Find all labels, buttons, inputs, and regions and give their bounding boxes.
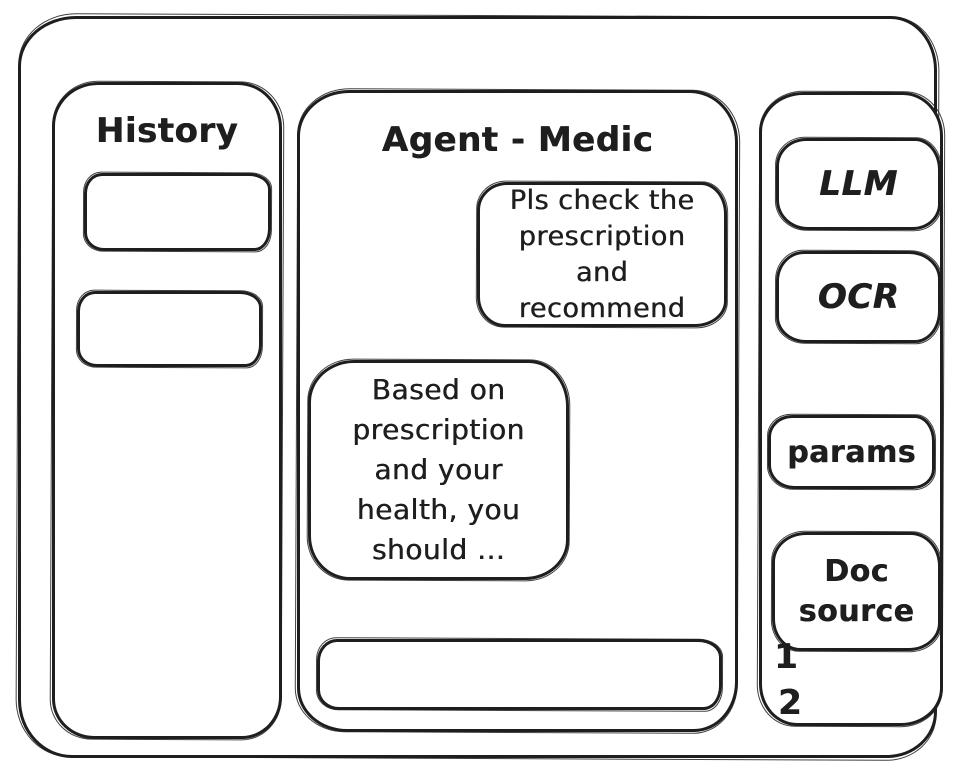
user-message-bubble: Pls check the prescription and recommend bbox=[477, 182, 727, 327]
params-button[interactable]: params bbox=[768, 415, 935, 489]
history-panel: History bbox=[52, 82, 282, 739]
history-item[interactable] bbox=[84, 173, 271, 251]
assistant-message-bubble: Based on prescription and your health, y… bbox=[308, 360, 569, 580]
ocr-button[interactable]: OCR bbox=[776, 251, 941, 343]
chat-panel: Agent - Medic Pls check the prescription… bbox=[297, 90, 738, 732]
history-title: History bbox=[95, 111, 239, 151]
llm-button[interactable]: LLM bbox=[776, 138, 941, 230]
user-message-text: Pls check the prescription and recommend bbox=[509, 184, 695, 324]
window-frame: History Agent - Medic Pls check the pres… bbox=[18, 16, 943, 758]
history-item[interactable] bbox=[77, 291, 262, 367]
tools-panel: LLM OCR params Doc source 1 2 bbox=[759, 92, 943, 726]
doc-source-item-2[interactable]: 2 bbox=[778, 683, 803, 723]
doc-source-item-1[interactable]: 1 bbox=[774, 637, 799, 677]
doc-source-button[interactable]: Doc source bbox=[772, 532, 941, 651]
chat-title: Agent - Medic bbox=[381, 120, 654, 160]
chat-input[interactable] bbox=[317, 639, 722, 710]
assistant-message-text: Based on prescription and your health, y… bbox=[352, 373, 525, 566]
